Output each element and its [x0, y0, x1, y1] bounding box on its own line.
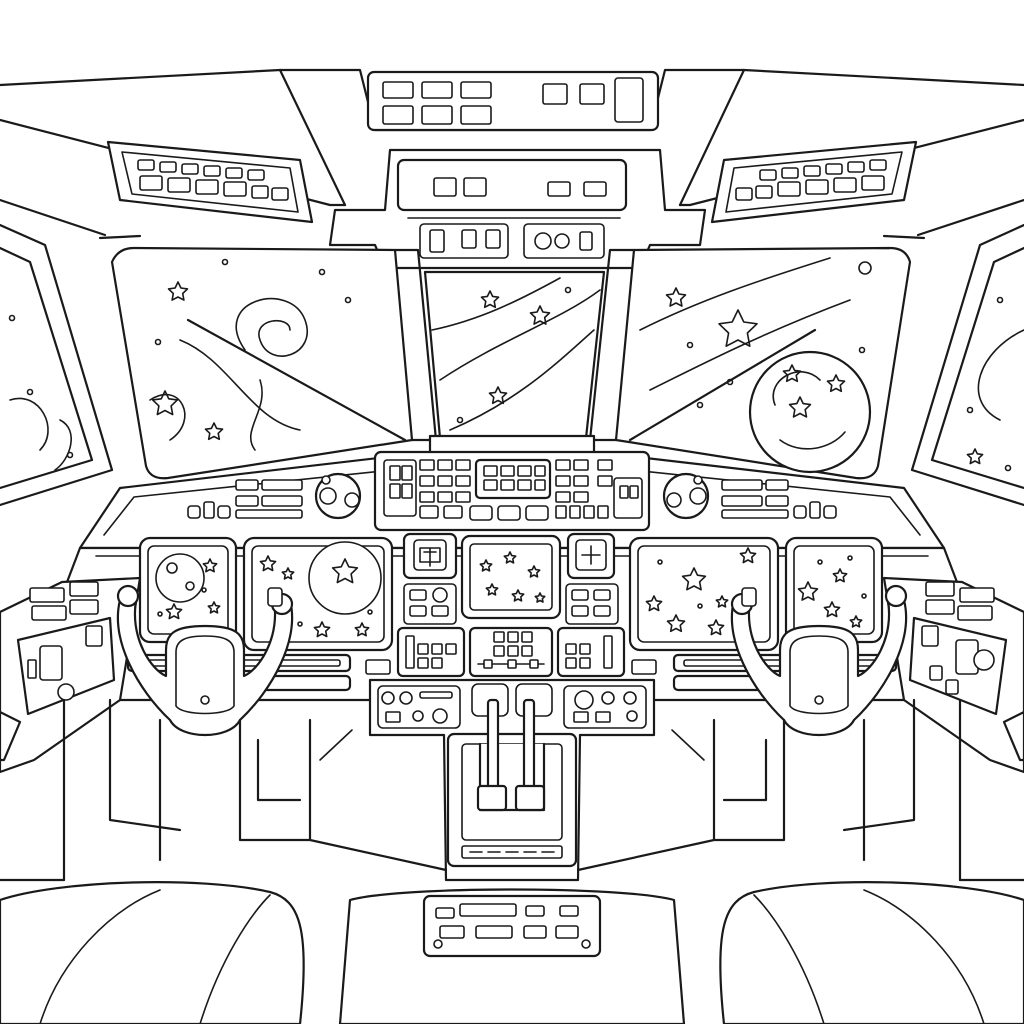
windshield-left	[112, 248, 412, 478]
star-icon	[966, 448, 984, 465]
control-yoke-left	[118, 586, 350, 735]
overhead-panel-top	[368, 72, 658, 130]
window-pillars	[100, 236, 924, 440]
side-console-right	[884, 578, 1024, 772]
center-instrument-stack	[366, 534, 656, 676]
side-window-left	[0, 225, 112, 505]
glareshield	[80, 436, 944, 548]
display-left-2	[244, 538, 392, 650]
overhead-console	[330, 150, 705, 268]
planet-icon	[750, 352, 870, 472]
planet-icon	[156, 554, 204, 602]
overhead-panel-right	[712, 142, 916, 222]
side-window-right	[912, 225, 1024, 505]
footwell	[0, 700, 1024, 880]
display-left-1	[140, 538, 236, 642]
windshield-right	[616, 248, 910, 478]
overhead-panel-left	[108, 142, 312, 222]
seat-left	[0, 882, 304, 1024]
throttle-quadrant	[448, 700, 576, 866]
seat-center	[340, 890, 684, 1024]
windshield-center	[425, 272, 604, 438]
side-console-left	[0, 578, 140, 772]
control-yoke-right	[674, 586, 906, 735]
seat-right	[720, 882, 1024, 1024]
